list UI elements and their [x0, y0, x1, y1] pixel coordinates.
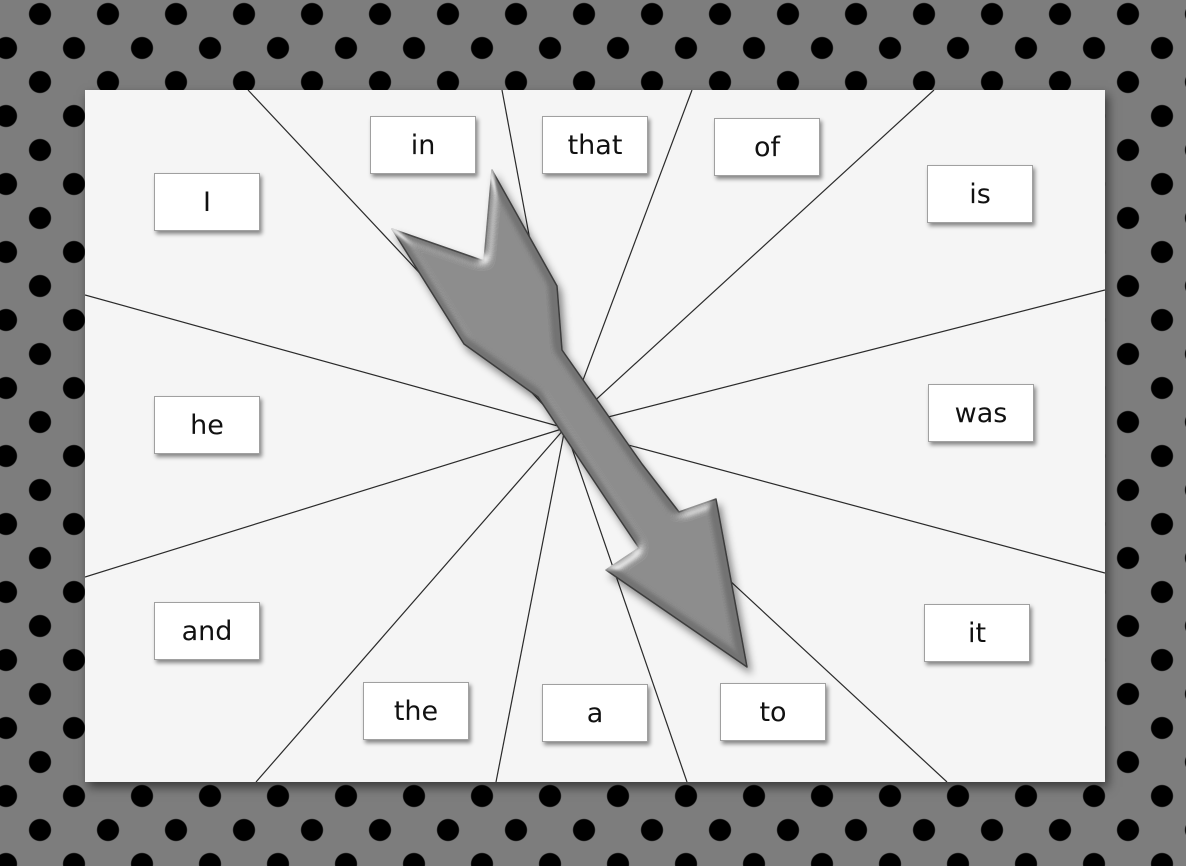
spoke-line [85, 294, 566, 429]
word-card-is[interactable]: is [927, 165, 1033, 223]
word-card-a[interactable]: a [542, 684, 648, 742]
spoke-line [564, 427, 1105, 574]
spinner-arrow-icon[interactable] [391, 169, 748, 668]
spoke-line [564, 90, 693, 429]
spoke-line [85, 427, 566, 578]
word-card-to[interactable]: to [720, 683, 826, 741]
word-card-the[interactable]: the [363, 682, 469, 740]
word-card-was[interactable]: was [928, 384, 1034, 442]
word-card-it[interactable]: it [924, 604, 1030, 662]
word-card-of[interactable]: of [714, 118, 820, 176]
spinner-spokes [85, 90, 1105, 782]
spoke-line [255, 427, 566, 782]
word-card-in[interactable]: in [370, 116, 476, 174]
word-card-that[interactable]: that [542, 116, 648, 174]
word-card-and[interactable]: and [154, 602, 260, 660]
spoke-line [564, 289, 1105, 429]
word-card-i[interactable]: I [154, 173, 260, 231]
spoke-line [495, 427, 566, 782]
spoke-line [564, 427, 688, 782]
spoke-line [564, 90, 935, 429]
word-card-he[interactable]: he [154, 396, 260, 454]
